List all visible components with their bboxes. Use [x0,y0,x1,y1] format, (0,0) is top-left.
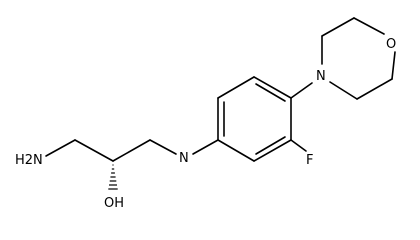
bond-ring-f [290,139,307,152]
morpholine-o-label: O [386,37,396,52]
molecule-structure: H2N OH N F N O [15,17,396,211]
morpholine-ring [321,17,396,100]
bond-c2-c3 [112,139,151,162]
morpholine-n-label: N [316,69,326,84]
hydroxyl-label: OH [104,196,124,211]
bond-c1-c2 [74,139,114,162]
benzene-ring [217,76,292,162]
fluorine-label: F [306,153,313,168]
amine-nh2-label: H2N [15,153,43,168]
bond-nh2-c1 [45,139,76,157]
aryl-amine-n-label: N [179,151,189,166]
hashed-wedge-bond [108,164,118,190]
bond-c3-nh [149,139,177,155]
bond-ring-morpholine [290,82,313,99]
structure-canvas: H2N OH N F N O [15,17,397,211]
bond-nh-aryl [192,139,219,155]
